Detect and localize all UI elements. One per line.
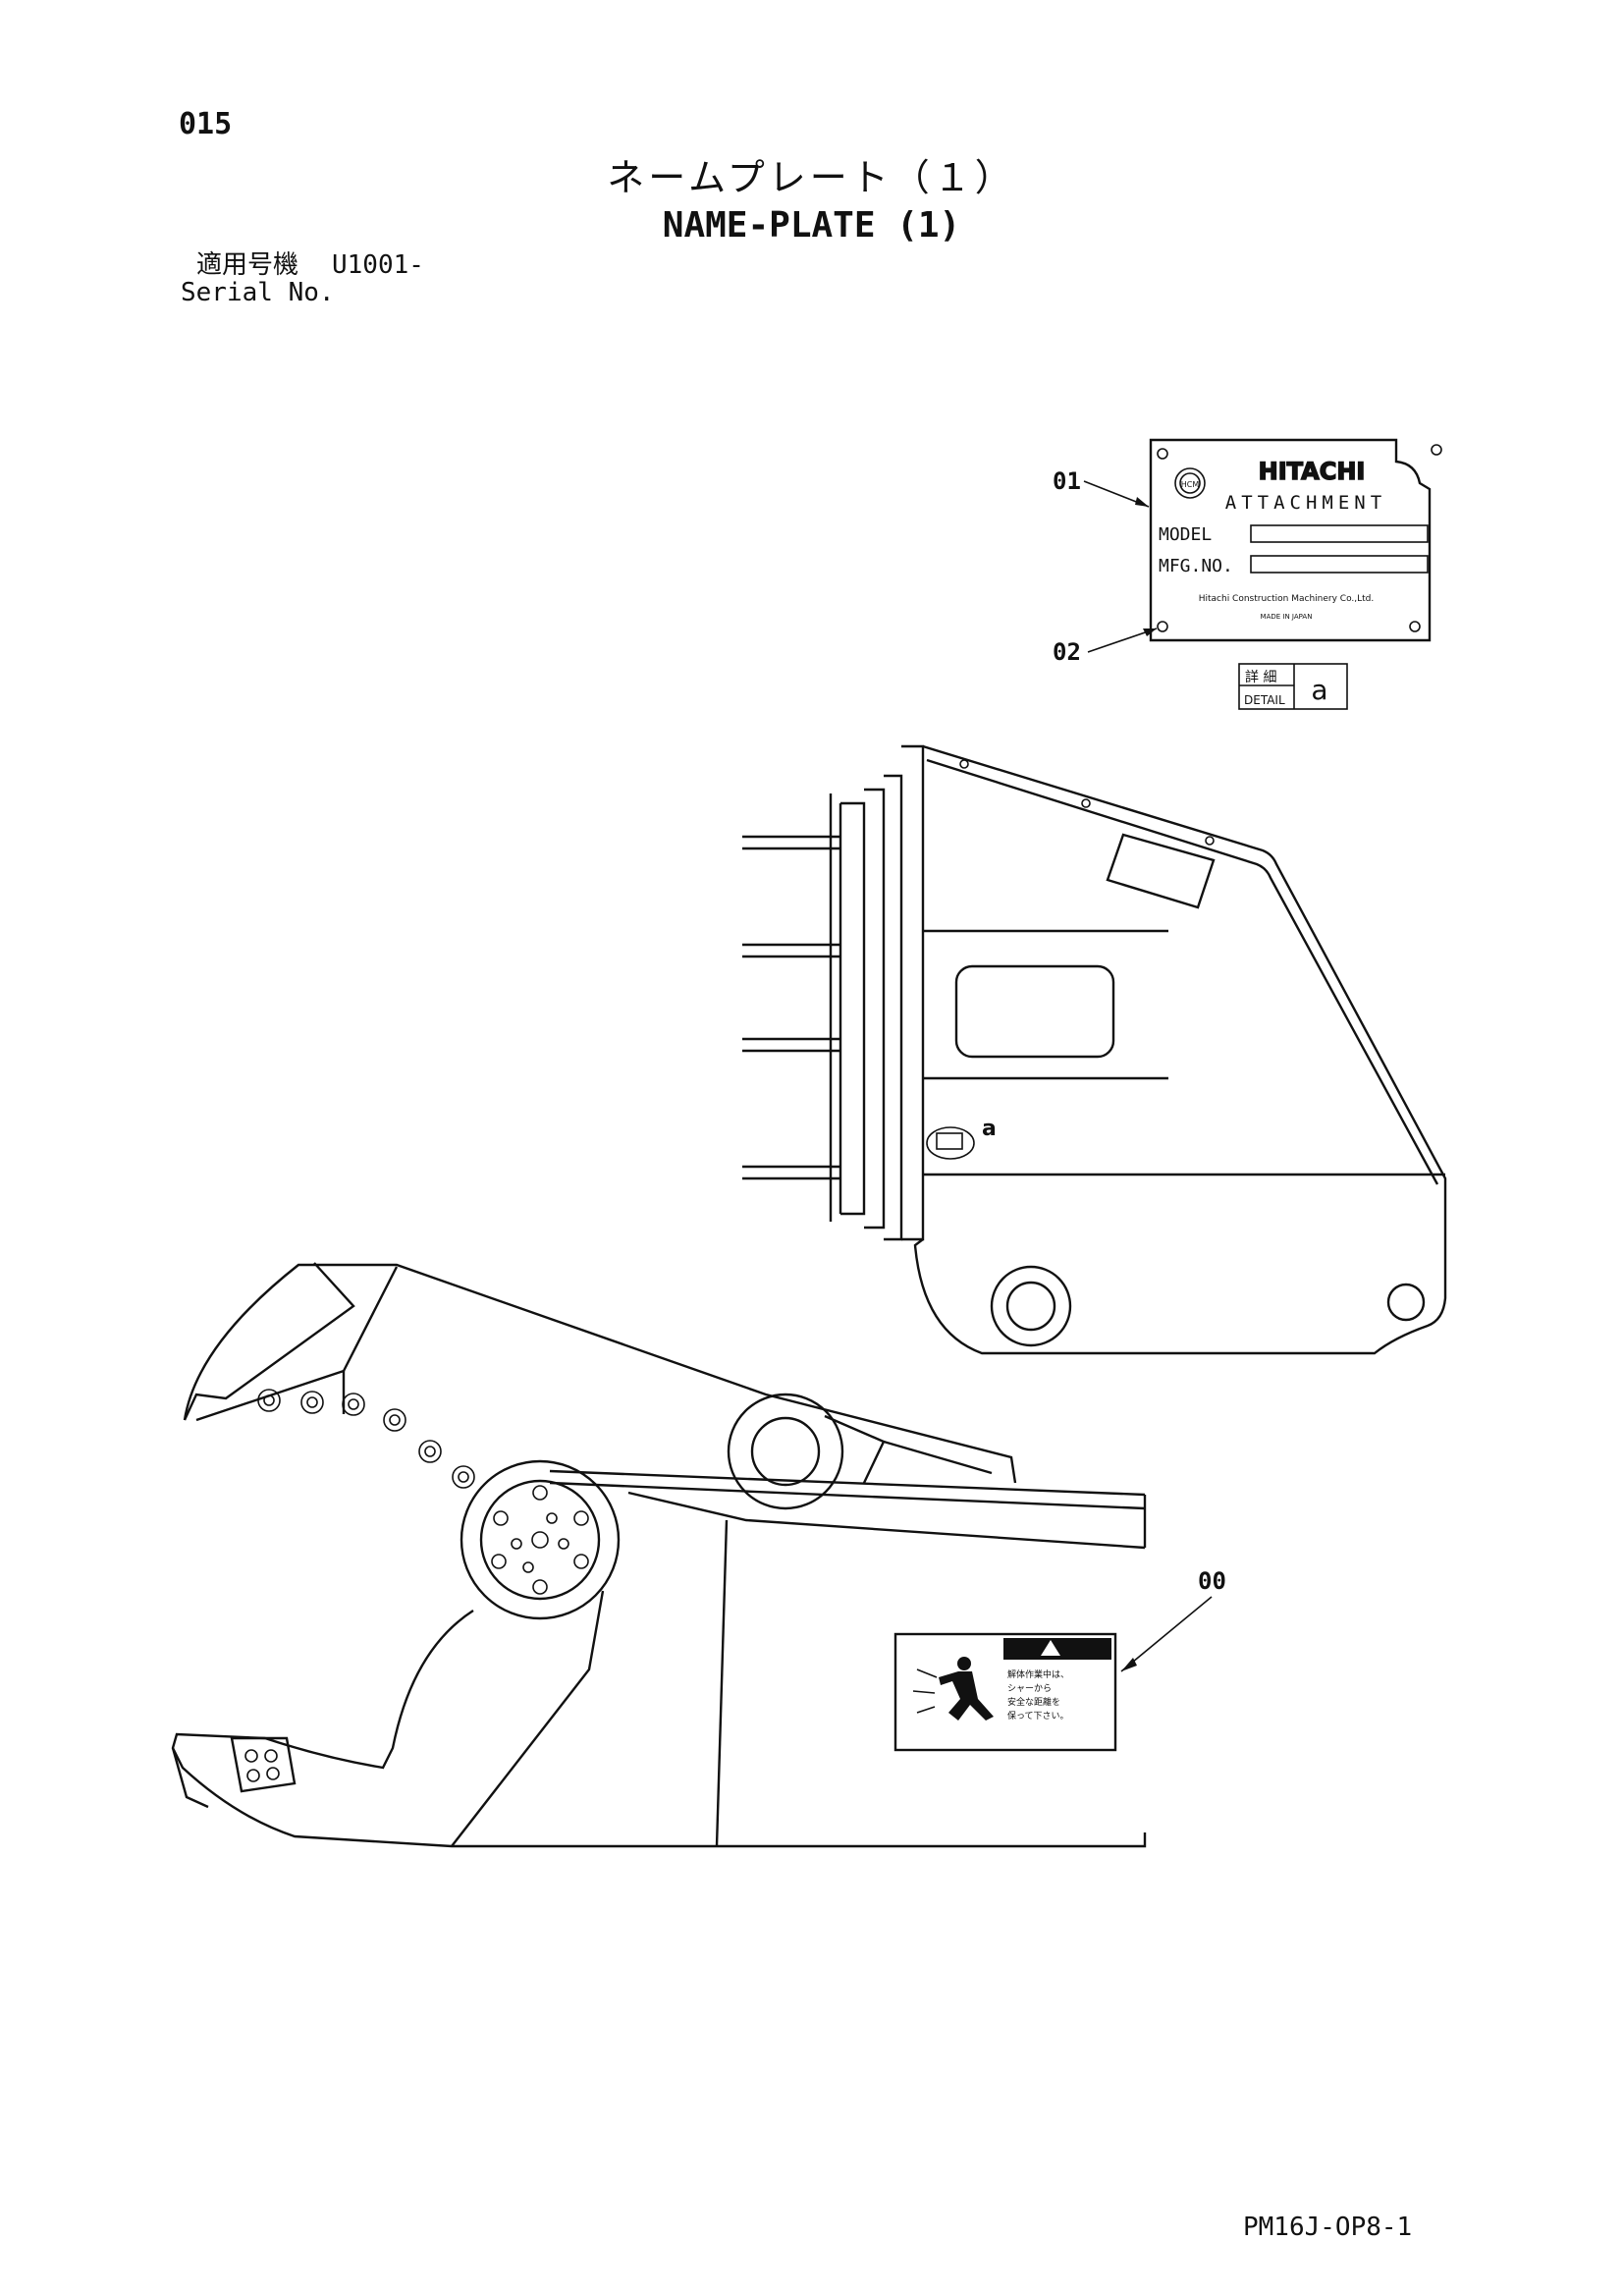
nameplate-detail: HCM HITACHI ATTACHMENT MODEL MFG.NO. Hit… <box>1053 438 1442 710</box>
mfg-field-box <box>1250 555 1429 574</box>
callout-00: 00 <box>1198 1567 1226 1595</box>
warning-decal-header <box>1003 1638 1111 1660</box>
serial-label-english: Serial No. <box>181 278 335 307</box>
nameplate-location-marker: a <box>926 1117 997 1160</box>
attachment-frame-drawing: a <box>742 744 1447 1355</box>
person-fleeing-icon <box>912 1657 994 1721</box>
detail-reference-box: 詳 細 DETAIL a <box>1238 663 1348 710</box>
shear-jaw-drawing: 解体作業中は、 シャーから 安全な距離を 保って下さい。 00 <box>171 1262 1226 1848</box>
detail-label-english: DETAIL <box>1244 693 1285 707</box>
warning-text-line-1: 解体作業中は、 <box>1007 1668 1069 1680</box>
callout-01: 01 <box>1053 467 1081 495</box>
page-title-japanese: ネームプレート（１） <box>607 156 1016 199</box>
detail-letter: a <box>1311 674 1327 706</box>
nameplate-model-label: MODEL <box>1159 524 1212 545</box>
nameplate-maker: Hitachi Construction Machinery Co.,Ltd. <box>1199 594 1375 604</box>
document-code: PM16J-OP8-1 <box>1243 2213 1413 2242</box>
warning-triangle-icon <box>1041 1640 1060 1656</box>
nameplate-brand: HITACHI <box>1259 458 1366 485</box>
detail-label-japanese: 詳 細 <box>1245 670 1276 685</box>
page-title-english: NAME-PLATE (1) <box>662 205 961 246</box>
warning-decal: 解体作業中は、 シャーから 安全な距離を 保って下さい。 <box>893 1632 1117 1752</box>
model-field-box <box>1250 524 1429 543</box>
warning-text-line-3: 安全な距離を <box>1007 1696 1060 1708</box>
nameplate-location-letter: a <box>982 1117 997 1141</box>
warning-text-line-2: シャーから <box>1007 1683 1052 1694</box>
callout-02: 02 <box>1053 638 1081 666</box>
nameplate-logo-text: HCM <box>1181 480 1200 489</box>
serial-label-japanese: 適用号機 <box>196 250 299 280</box>
nameplate-heading: ATTACHMENT <box>1225 492 1386 514</box>
warning-text-line-4: 保って下さい。 <box>1007 1710 1069 1722</box>
nameplate-origin: MADE IN JAPAN <box>1261 613 1313 621</box>
serial-number-value: U1001- <box>332 250 424 280</box>
page-number: 015 <box>179 107 233 141</box>
nameplate-mfg-label: MFG.NO. <box>1159 556 1233 576</box>
hitachi-logo-icon: HCM <box>1174 467 1206 499</box>
